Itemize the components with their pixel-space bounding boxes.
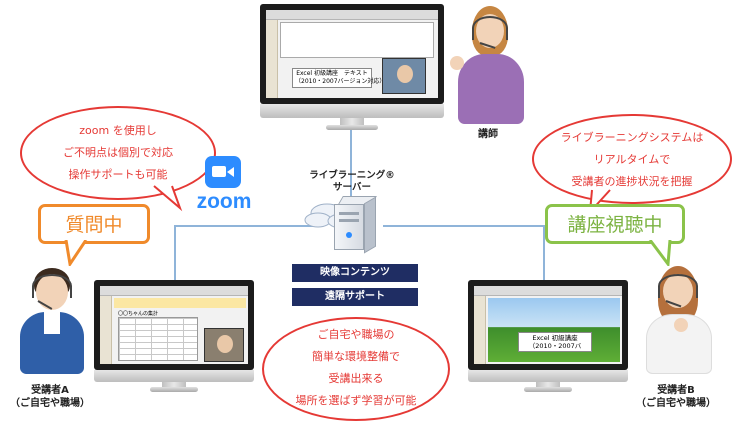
student-a-label: 受講者A （ご自宅や職場） [0,384,100,410]
service-remote-support: 遠隔サポート [292,288,418,306]
zoom-logo-text: zoom [194,190,254,214]
instructor-label: 講師 [468,128,508,141]
zoom-bubble-tail [150,184,186,212]
wallpaper-image [488,298,620,362]
student-b-label: 受講者B （ご自宅や職場） [626,384,726,410]
student-b-slide-title: Excel 初級講座 （2010・2007バ [518,332,592,352]
student-a-video-thumbnail [204,328,244,362]
question-label-tail [62,240,92,266]
watching-label-tail [646,240,676,266]
student-b-screen: Excel 初級講座 （2010・2007バ [474,286,622,364]
student-b-monitor: Excel 初級講座 （2010・2007バ [468,280,628,392]
environment-bubble-text: ご自宅や職場の 簡単な環境整備で 受講出来る 場所を選ばず学習が可能 [262,324,450,412]
instructor-avatar [450,6,530,124]
service-video-content: 映像コンテンツ [292,264,418,282]
instructor-video-thumbnail [382,58,426,94]
zoom-bubble-text: zoom を使用し ご不明点は個別で対応 操作サポートも可能 [20,120,216,186]
status-watching-label: 講座視聴中 [545,204,685,244]
instructor-monitor: Excel 初級講座 テキスト （2010・2007バージョン対応） [260,4,444,130]
student-a-monitor: 〇〇ちゃんの集計 [94,280,254,392]
spreadsheet-grid [118,317,198,361]
server-icon [334,196,378,250]
live-bubble-text: ライブラーニングシステムは リアルタイムで 受講者の進捗状況を把握 [532,127,732,193]
server-name: ライブラーニング® サーバー [300,170,404,194]
instructor-screen: Excel 初級講座 テキスト （2010・2007バージョン対応） [266,10,438,98]
student-a-slide-title: 〇〇ちゃんの集計 [118,310,158,317]
student-b-avatar [640,266,720,376]
status-question-label: 質問中 [38,204,150,244]
zoom-video-camera-icon [205,156,241,188]
instructor-slide-title: Excel 初級講座 テキスト （2010・2007バージョン対応） [292,68,372,88]
student-a-screen: 〇〇ちゃんの集計 [100,286,248,364]
student-a-avatar [14,268,90,376]
